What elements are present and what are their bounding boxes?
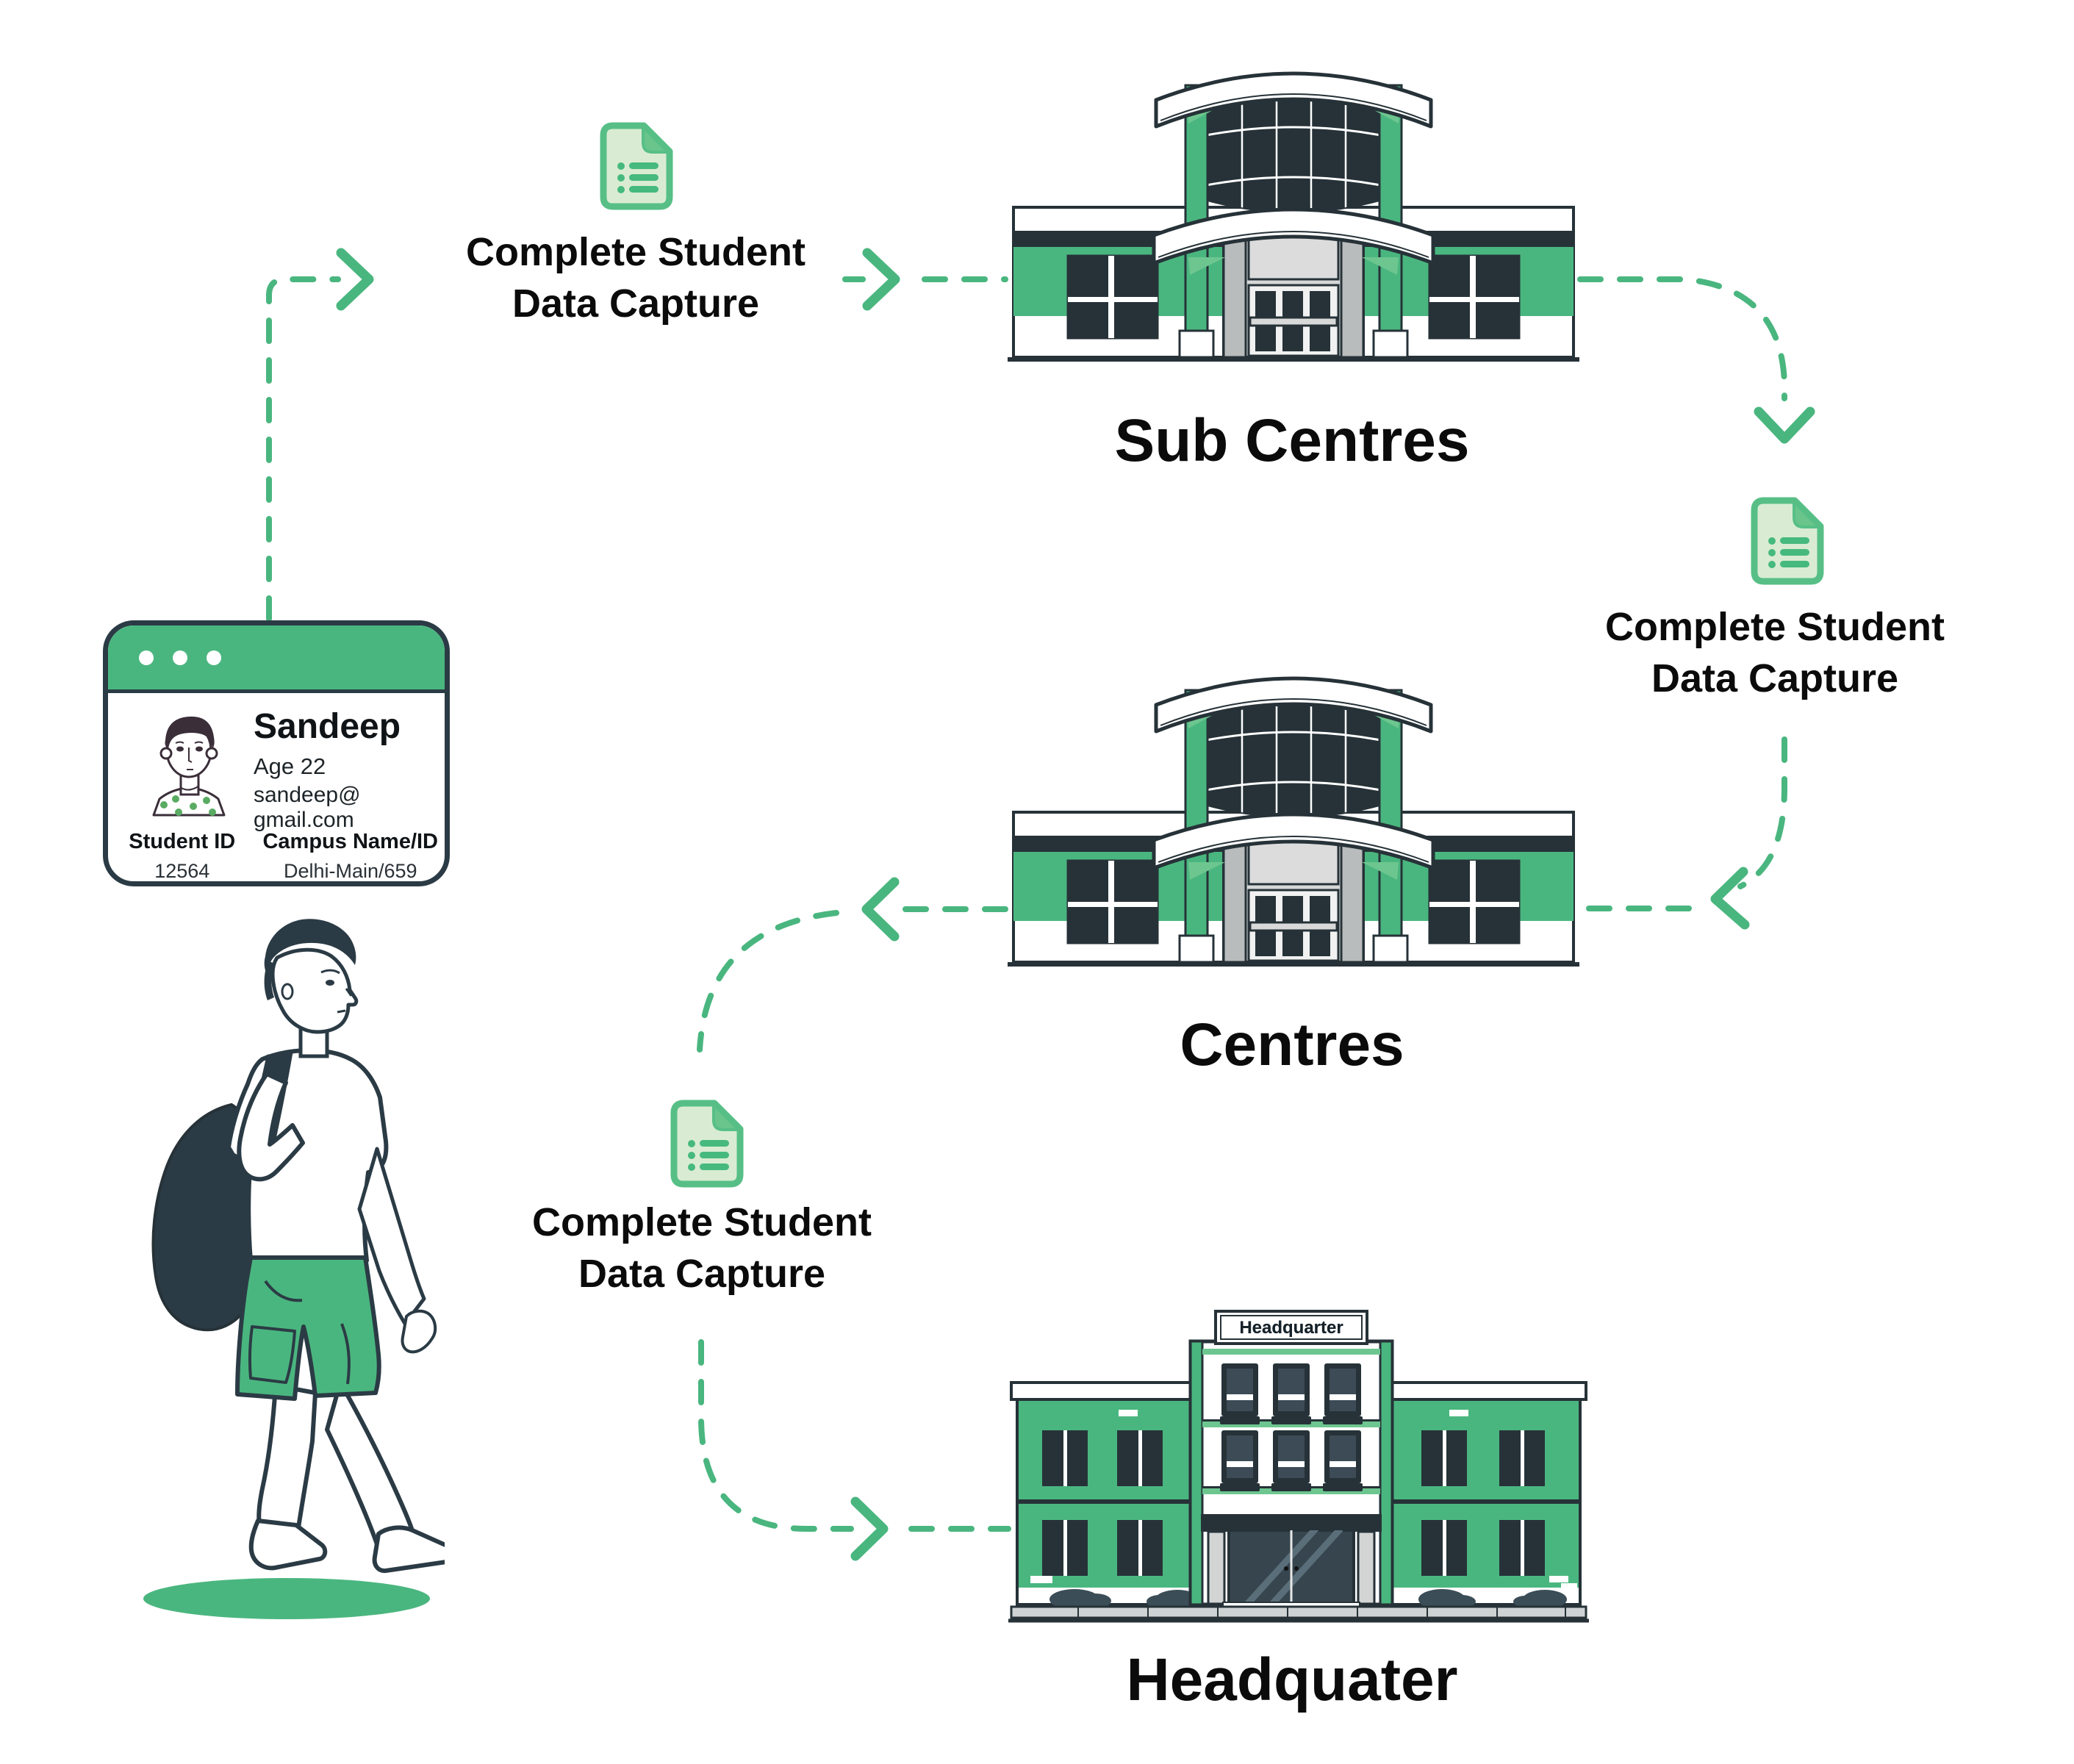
arrowhead-left-1 (1710, 867, 1750, 930)
sub-centres-label: Sub Centres (1114, 407, 1470, 474)
student-name: Sandeep (254, 707, 401, 746)
student-age: Age 22 (254, 753, 326, 779)
hq-sign-text: Headquarter (1239, 1318, 1343, 1338)
arrowhead-down-1 (1754, 406, 1815, 444)
window-dot-icon (173, 650, 187, 665)
headquarter-label: Headquater (1126, 1646, 1458, 1713)
arrow-capture3-to-hq-a (698, 1339, 854, 1532)
arrowhead-right-2 (862, 248, 900, 311)
student-id-card: Sandeep Age 22 sandeep@ gmail.com Studen… (103, 620, 450, 886)
arrow-subcentres-to-capture2 (1577, 276, 1787, 401)
arrowhead-right-3 (850, 1496, 889, 1561)
window-dot-icon (207, 650, 221, 665)
walking-student-illustration (143, 919, 445, 1619)
campus-value: Delhi-Main/659 (283, 860, 417, 882)
window-dot-icon (139, 650, 154, 665)
sub-centres-building (1003, 38, 1584, 369)
document-icon (600, 122, 673, 210)
arrow-centres-to-capture3 (697, 910, 839, 1053)
student-id-value: 12564 (154, 860, 210, 882)
arrow-card-to-capture1 (266, 276, 341, 622)
avatar (152, 716, 226, 817)
campus-label: Campus Name/ID (262, 830, 438, 853)
document-icon (1751, 497, 1824, 585)
capture-caption-3: Complete Student Data Capture (531, 1200, 872, 1296)
document-icon (670, 1100, 744, 1188)
capture-caption-2: Complete Student Data Capture (1604, 605, 1945, 700)
centres-building (1003, 643, 1584, 974)
arrow-capture2-to-centres-a (1737, 736, 1787, 889)
id-card-header (108, 625, 445, 693)
arrowhead-right-1 (336, 248, 374, 311)
arrowhead-left-2 (861, 877, 900, 942)
capture-caption-1: Complete Student Data Capture (465, 230, 805, 326)
student-email: sandeep@ gmail.com (254, 783, 361, 832)
headquarter-building: Headquarter (1008, 1307, 1589, 1623)
student-id-label: Student ID (129, 830, 236, 853)
centres-label: Centres (1180, 1011, 1404, 1078)
